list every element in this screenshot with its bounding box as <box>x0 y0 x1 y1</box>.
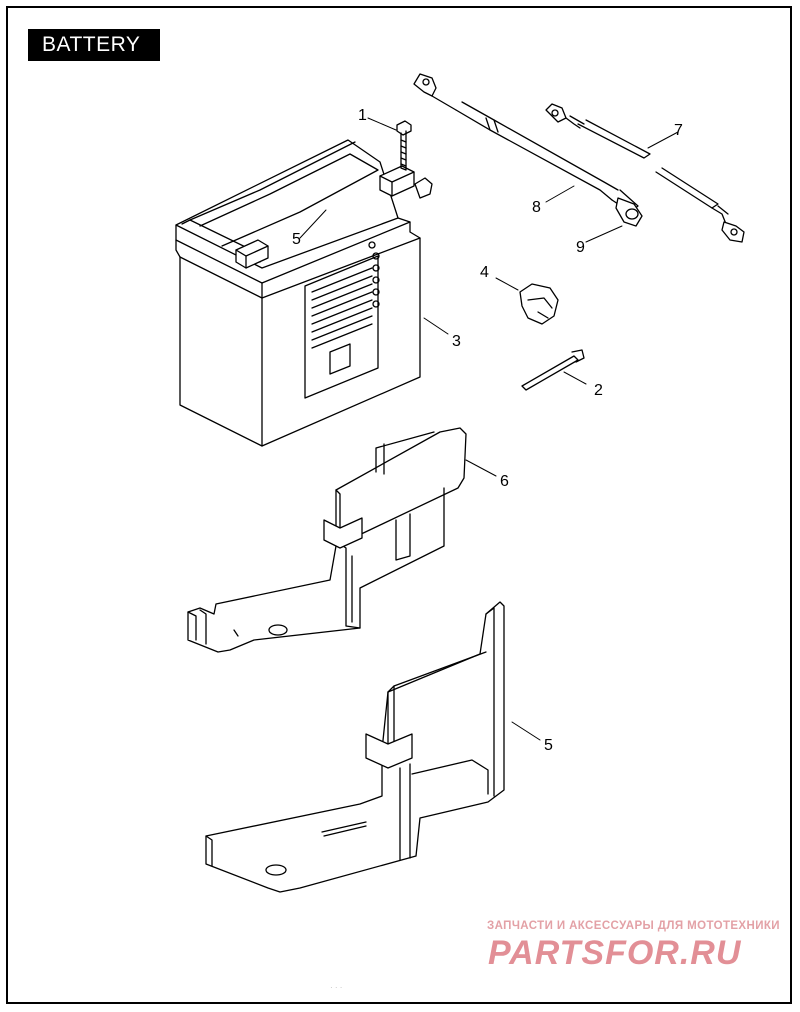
callout-1: 1 <box>358 107 367 124</box>
callout-3: 3 <box>452 333 461 350</box>
callout-7: 7 <box>674 122 683 139</box>
battery-part-3 <box>175 139 433 447</box>
callout-5-top: 5 <box>292 231 301 248</box>
diagram-frame <box>6 6 792 1004</box>
cable-part-8 <box>413 73 639 213</box>
callout-5-bottom: 5 <box>544 737 553 754</box>
watermark-brand: PARTSFOR.RU <box>488 934 742 972</box>
bracket-part-6 <box>187 427 467 653</box>
cable-part-7 <box>545 103 745 243</box>
leader-lines <box>299 117 679 741</box>
bracket-part-5 <box>205 601 505 893</box>
watermark-tagline: ЗАПЧАСТИ И АКСЕССУАРЫ ДЛЯ МОТОТЕХНИКИ <box>487 920 780 932</box>
terminal-part-9 <box>615 197 643 227</box>
cable-tie-part-2 <box>521 349 585 391</box>
page-title: BATTERY <box>28 29 160 61</box>
callout-4: 4 <box>480 264 489 281</box>
bolt-part-1 <box>396 120 412 171</box>
callout-2: 2 <box>594 382 603 399</box>
callout-6: 6 <box>500 473 509 490</box>
callout-9: 9 <box>576 239 585 256</box>
terminal-cover-part-4 <box>519 283 559 325</box>
watermark-footer: · · · <box>330 983 343 992</box>
callout-8: 8 <box>532 199 541 216</box>
